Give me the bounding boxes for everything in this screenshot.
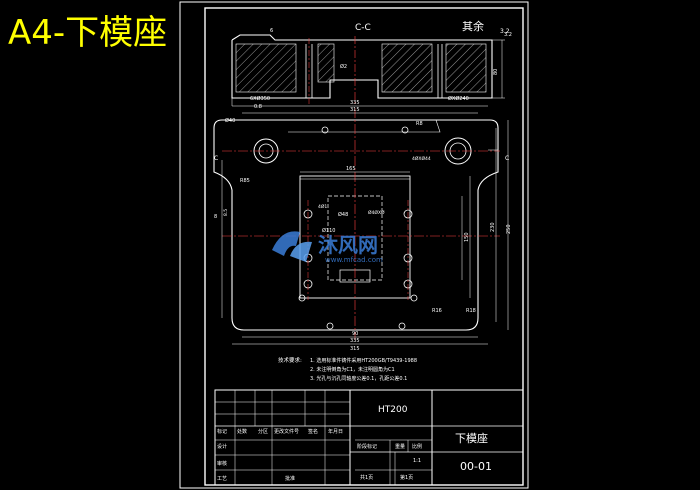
tech-notes: 技术要求: 1. 选用标准件铸件采用HT200GB/T9439-1988 2. … xyxy=(278,356,417,382)
section-dim-7: 3.2 xyxy=(504,32,512,38)
row-label-mark: 标记 xyxy=(217,428,227,435)
weight-label: 重量 xyxy=(395,443,405,450)
plan-dim-315-bot: 315 xyxy=(350,346,360,352)
section-dim-3: 6 xyxy=(270,28,273,34)
scale-label: 比例 xyxy=(412,443,422,450)
tech-notes-line-3: 3. 光孔与沉孔同轴度公差0.1，孔距公差0.1 xyxy=(310,375,407,382)
plan-dim-85: 8.5 xyxy=(223,209,229,216)
plan-dim-r18: R18 xyxy=(466,308,476,314)
plan-dim-335-top: 335 xyxy=(350,100,360,106)
plan-dim-90: 90 xyxy=(352,331,358,337)
material: HT200 xyxy=(378,405,408,415)
section-dim-5: ØXØ240 xyxy=(448,95,469,102)
row-label-date: 年月日 xyxy=(328,428,343,435)
plan-dim-8: 8 xyxy=(214,214,217,220)
plan-dim-r85: R85 xyxy=(240,178,250,184)
plan-dim-d110: Ø110 xyxy=(322,227,335,234)
plan-dim-150: 150 xyxy=(464,232,470,242)
plan-section-mark-left: C xyxy=(214,155,218,162)
section-dim-4: Ø2 xyxy=(340,63,347,70)
watermark-url: www.mfcad.com xyxy=(325,256,383,264)
plan-dim-hole-note: 4ØXØ44 xyxy=(412,155,431,162)
sheet-total: 共1页 xyxy=(360,474,373,481)
section-dim-1: 6XØ350 xyxy=(250,95,270,102)
scale-value: 1:1 xyxy=(413,458,421,464)
plan-dim-4x1: 4Ø1 xyxy=(318,203,327,210)
row-label-sign: 签名 xyxy=(308,428,318,435)
section-dim-2: 0.8 xyxy=(254,104,262,110)
stage-label: 阶段标记 xyxy=(357,443,377,450)
part-name: 下模座 xyxy=(455,431,488,445)
watermark-logo: 沐风网 www.mfcad.com xyxy=(272,231,383,264)
section-label: C-C xyxy=(355,23,371,33)
plan-dim-165: 165 xyxy=(346,166,356,172)
plan-dim-r16: R16 xyxy=(432,308,442,314)
title-block xyxy=(214,389,524,486)
sheet-number: 第1页 xyxy=(400,474,413,481)
plan-section-mark-right: C xyxy=(505,155,509,162)
col-label-approve: 批准 xyxy=(285,475,295,482)
plan-view: 335 315 Ø40 R85 R8 4ØXØ44 165 Ø48 Ø4ØXØ … xyxy=(213,100,512,352)
col-label-review: 审核 xyxy=(217,460,227,467)
section-view: 6XØ350 0.8 6 Ø2 ØXØ240 80 3.2 xyxy=(231,28,512,110)
plan-dim-335-bot: 335 xyxy=(350,338,360,344)
roughness-other: 3.2 xyxy=(500,28,510,35)
col-label-process: 工艺 xyxy=(217,476,227,482)
surface-note: 其余 xyxy=(462,19,484,33)
plan-dim-230: 230 xyxy=(490,222,496,232)
plan-dim-r8: R8 xyxy=(416,121,423,127)
outer-frame xyxy=(179,1,529,489)
drawing-number: 00-01 xyxy=(460,460,492,473)
plan-dim-4hole: Ø4ØXØ xyxy=(368,209,385,216)
plan-dim-315-top: 315 xyxy=(350,107,360,113)
col-label-design: 设计 xyxy=(217,443,227,450)
plan-dim-d48: Ø48 xyxy=(338,211,348,218)
tech-notes-line-1: 1. 选用标准件铸件采用HT200GB/T9439-1988 xyxy=(310,357,417,364)
row-label-change-doc: 更改文件号 xyxy=(274,428,299,435)
plan-dim-250: 250 xyxy=(506,224,512,234)
plan-dim-d40: Ø40 xyxy=(225,117,235,124)
tech-notes-heading: 技术要求: xyxy=(278,356,302,364)
tech-notes-line-2: 2. 未注明倒角为C1，未注明圆角为C1 xyxy=(310,366,395,373)
watermark-brand: 沐风网 xyxy=(318,233,378,257)
section-dim-6: 80 xyxy=(493,69,499,75)
row-label-zone: 分区 xyxy=(258,428,268,435)
row-label-count: 处数 xyxy=(237,428,247,435)
page-label: A4-下模座 xyxy=(8,13,167,53)
